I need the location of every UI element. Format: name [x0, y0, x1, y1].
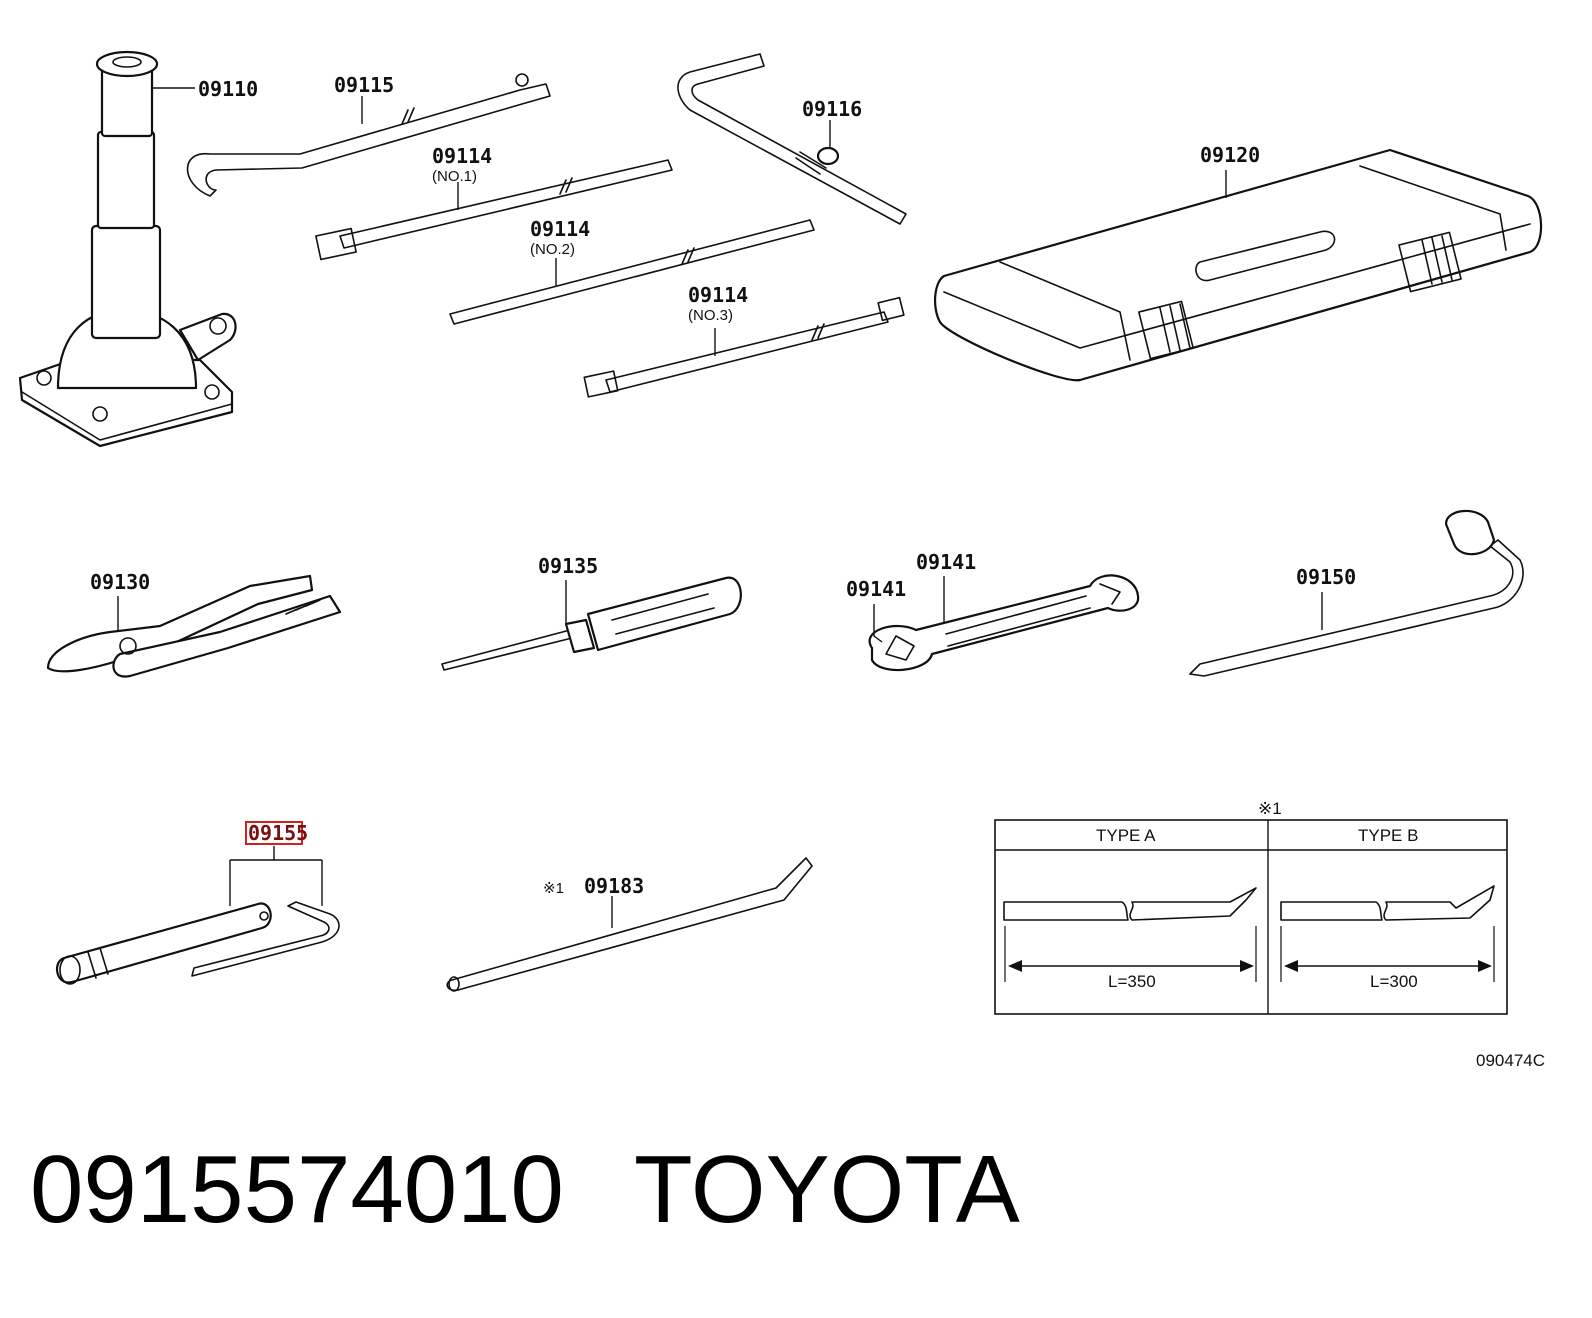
label-09116[interactable]: 09116 — [802, 97, 862, 121]
label-09114-no3-sub: (NO.3) — [688, 307, 733, 324]
table-header-type-a: TYPE A — [1096, 826, 1156, 845]
extension-bar-no2-illustration — [449, 219, 815, 325]
table-length-b: L=300 — [1370, 972, 1418, 991]
label-09115[interactable]: 09115 — [334, 73, 394, 97]
label-09114-no3[interactable]: 09114 — [688, 283, 748, 307]
label-09141-upper[interactable]: 09141 — [916, 550, 976, 574]
label-09135[interactable]: 09135 — [538, 554, 598, 578]
label-09114-no1[interactable]: 09114 — [432, 144, 492, 168]
caption-part-number: 0915574010 — [30, 1136, 564, 1243]
table-length-a: L=350 — [1108, 972, 1156, 991]
label-09150[interactable]: 09150 — [1296, 565, 1356, 589]
screwdriver-illustration — [441, 576, 742, 671]
label-09141-lower[interactable]: 09141 — [846, 577, 906, 601]
table-mark: ※1 — [1258, 799, 1282, 818]
lug-wrench-illustration — [1189, 509, 1524, 677]
label-09114-no2-sub: (NO.2) — [530, 241, 575, 258]
pliers-illustration — [46, 574, 342, 678]
crank-handle-illustration — [677, 53, 907, 225]
label-09110[interactable]: 09110 — [198, 77, 258, 101]
extension-bar-no1-illustration — [315, 159, 673, 261]
label-09130[interactable]: 09130 — [90, 570, 150, 594]
caption-brand: TOYOTA — [634, 1136, 1020, 1243]
label-09120[interactable]: 09120 — [1200, 143, 1260, 167]
label-09183[interactable]: 09183 — [584, 874, 644, 898]
highlight-box-09155 — [245, 821, 303, 845]
label-09114-no2[interactable]: 09114 — [530, 217, 590, 241]
jack-handle-illustration — [186, 73, 551, 197]
label-09155[interactable]: 09155 — [248, 821, 308, 845]
table-header-type-b: TYPE B — [1358, 826, 1418, 845]
label-09183-mark: ※1 — [543, 880, 564, 897]
diagram-code: 090474C — [1476, 1051, 1545, 1070]
socket-wrench-illustration — [55, 846, 340, 985]
jack-illustration — [18, 50, 237, 448]
type-table: ※1 TYPE A TYPE B L=350 L=300 — [994, 799, 1508, 1015]
tool-case-illustration — [934, 148, 1543, 382]
pry-bar-illustration — [446, 857, 813, 992]
wrench-illustration — [868, 574, 1140, 672]
extension-bar-no3-illustration — [583, 296, 905, 398]
label-09114-no1-sub: (NO.1) — [432, 168, 477, 185]
